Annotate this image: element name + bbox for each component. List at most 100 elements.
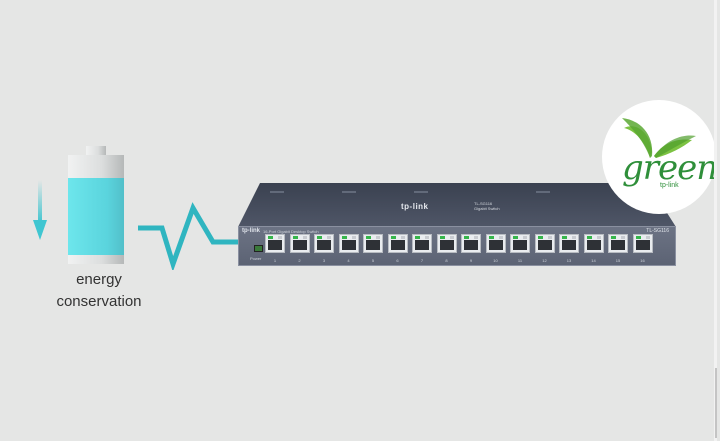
- switch-top-model: TL-SG116 Gigabit Switch: [474, 201, 500, 211]
- port-led-icon: [586, 236, 592, 239]
- front-model: TL-SG116: [646, 228, 669, 234]
- ethernet-port: [314, 234, 334, 253]
- port-led-icon: [611, 236, 616, 239]
- power-label: Power: [250, 256, 262, 261]
- rj45-socket: [317, 240, 331, 250]
- port-number: 4: [347, 258, 350, 263]
- port-number: 5: [371, 258, 375, 263]
- port-led-icon: [278, 236, 282, 239]
- port-led-icon: [621, 236, 625, 239]
- rj45-socket: [439, 240, 454, 250]
- ethernet-port: [436, 234, 457, 253]
- rj45-socket: [488, 240, 503, 250]
- port-number: 9: [469, 258, 473, 263]
- green-logo-text: green: [622, 148, 718, 188]
- port-led-icon: [400, 236, 405, 239]
- port-led-icon: [292, 236, 298, 239]
- top-model-text: TL-SG116: [474, 201, 493, 206]
- port-led-icon: [376, 236, 380, 239]
- port-led-icon: [327, 236, 331, 239]
- ethernet-port: [632, 234, 653, 253]
- ethernet-port: [583, 234, 604, 253]
- port-number: 14: [591, 258, 596, 263]
- port-led-icon: [523, 236, 527, 239]
- port-led-icon: [537, 236, 543, 239]
- tp-link-sub-logo: tp-link: [660, 182, 679, 189]
- port-led-icon: [547, 236, 552, 239]
- ethernet-port: [265, 234, 285, 253]
- ethernet-port: [289, 234, 310, 253]
- rj45-socket: [464, 240, 478, 250]
- port-led-icon: [635, 236, 641, 239]
- rj45-socket: [390, 240, 405, 250]
- ethernet-port: [338, 234, 359, 253]
- port-led-icon: [645, 236, 650, 239]
- port-led-icon: [488, 236, 494, 239]
- energy-label-line2: conservation: [56, 293, 142, 310]
- ethernet-port: [461, 234, 481, 253]
- rj45-socket: [537, 240, 552, 250]
- rj45-socket: [562, 240, 576, 250]
- rj45-socket: [586, 240, 601, 250]
- energy-label-line1: energy: [76, 271, 122, 288]
- leaf-icon: [622, 118, 696, 158]
- port-number: 8: [445, 258, 448, 263]
- port-number: 13: [566, 258, 572, 263]
- port-led-icon: [341, 236, 347, 239]
- port-led-icon: [390, 236, 396, 239]
- port-number: 16: [640, 258, 645, 263]
- switch-front-panel: tp-link 16-Port Gigabit Desktop Switch T…: [238, 226, 676, 266]
- rj45-socket: [513, 240, 527, 250]
- port-led-icon: [317, 236, 322, 239]
- ethernet-port: [387, 234, 408, 253]
- ethernet-port: [412, 234, 432, 253]
- ethernet-port: [485, 234, 506, 253]
- rj45-socket: [366, 240, 380, 250]
- port-led-icon: [498, 236, 503, 239]
- vertical-scrollbar[interactable]: [714, 0, 717, 441]
- port-led-icon: [464, 236, 469, 239]
- ethernet-port: [608, 234, 628, 253]
- rj45-socket: [292, 240, 307, 250]
- switch-top-panel: [238, 183, 676, 227]
- switch-top-brand: tp-link: [401, 202, 429, 211]
- port-number: 7: [420, 258, 424, 263]
- battery-icon: [68, 146, 124, 264]
- front-description: 16-Port Gigabit Desktop Switch: [263, 229, 319, 234]
- rj45-socket: [611, 240, 625, 250]
- power-led-icon: [254, 245, 263, 252]
- pulse-line-icon: [138, 202, 244, 270]
- port-led-icon: [302, 236, 307, 239]
- ethernet-port: [363, 234, 383, 253]
- network-switch-image: tp-link TL-SG116 Gigabit Switch tp-link …: [236, 180, 682, 270]
- port-led-icon: [474, 236, 478, 239]
- port-number: 1: [273, 258, 277, 263]
- ethernet-port: [534, 234, 555, 253]
- port-number: 2: [298, 258, 301, 263]
- port-led-icon: [425, 236, 429, 239]
- down-arrow-icon: [33, 180, 47, 240]
- port-led-icon: [513, 236, 518, 239]
- port-number: 6: [396, 258, 399, 263]
- port-number: 3: [322, 258, 326, 263]
- port-led-icon: [562, 236, 567, 239]
- port-number: 11: [517, 258, 523, 263]
- port-number: 15: [615, 258, 621, 263]
- port-led-icon: [449, 236, 454, 239]
- top-subtitle-text: Gigabit Switch: [474, 206, 500, 211]
- rj45-socket: [268, 240, 282, 250]
- ethernet-port: [559, 234, 579, 253]
- port-number: 10: [493, 258, 498, 263]
- ethernet-port: [510, 234, 530, 253]
- port-led-icon: [572, 236, 576, 239]
- port-led-icon: [439, 236, 445, 239]
- port-number: 12: [542, 258, 547, 263]
- rj45-socket: [635, 240, 650, 250]
- port-led-icon: [268, 236, 273, 239]
- rj45-socket: [415, 240, 429, 250]
- port-led-icon: [596, 236, 601, 239]
- scrollbar-thumb[interactable]: [715, 368, 717, 438]
- port-led-icon: [415, 236, 420, 239]
- port-led-icon: [351, 236, 356, 239]
